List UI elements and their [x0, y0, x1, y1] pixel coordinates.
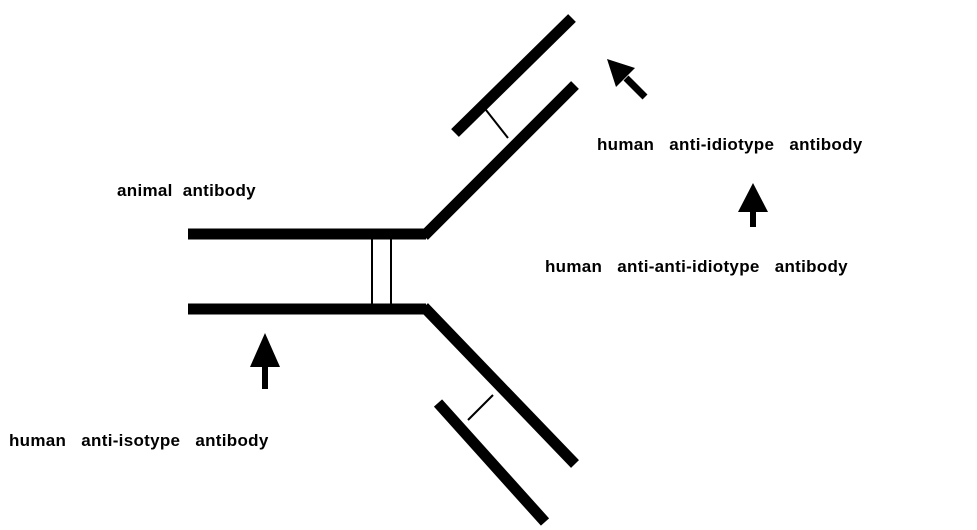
disulfide-bond-lower-light — [468, 395, 493, 420]
arrow-up-left-icon — [607, 59, 645, 97]
anti-isotype-label: human anti-isotype antibody — [9, 432, 269, 449]
anti-anti-idiotype-label: human anti-anti-idiotype antibody — [545, 258, 848, 275]
animal-antibody-label: animal antibody — [117, 182, 256, 199]
arrow-up-icon — [250, 333, 280, 389]
heavy-chain-lower-arm — [424, 307, 575, 464]
disulfide-bond-upper-light — [486, 110, 508, 138]
light-chain-upper — [455, 18, 572, 133]
arrow-up-icon — [738, 183, 768, 227]
heavy-chain-upper-arm — [424, 85, 575, 236]
anti-idiotype-label: human anti-idiotype antibody — [597, 136, 863, 153]
